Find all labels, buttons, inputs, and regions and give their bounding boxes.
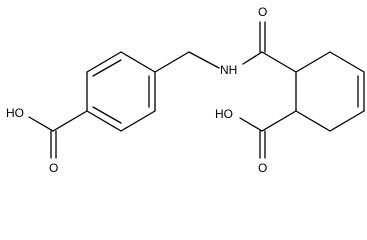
amide-nitrogen-label: NH [220,63,237,77]
right-hydroxyl-label: HO [215,107,233,121]
left-carbonyl-oxygen-label: O [49,161,58,175]
benzene-ring [86,51,156,132]
bond [329,51,365,73]
bond [239,117,263,132]
bond [188,51,220,69]
bond [120,51,156,73]
left-carboxyl-group [28,110,88,159]
bond [154,51,190,73]
bond [329,110,365,132]
right-carboxyl-group [239,110,297,159]
bond [120,110,156,132]
amide-group [242,21,297,73]
bond [261,51,297,73]
double-bond-inner [92,59,122,77]
left-hydroxyl-label: HO [6,106,24,120]
double-bond-inner [92,106,122,124]
bond [86,51,122,73]
bond [28,116,54,132]
bond [52,110,88,132]
bond [242,51,263,65]
methylene-linker [154,51,220,73]
chemical-structure-diagram: HO O NH O HO O [6,5,365,175]
bond [86,110,122,132]
bond [261,110,297,132]
cyclohexene-ring [295,51,365,132]
bond [295,110,331,132]
right-carbonyl-oxygen-label: O [258,161,267,175]
bond [295,51,331,73]
amide-carbonyl-oxygen-label: O [258,5,267,19]
